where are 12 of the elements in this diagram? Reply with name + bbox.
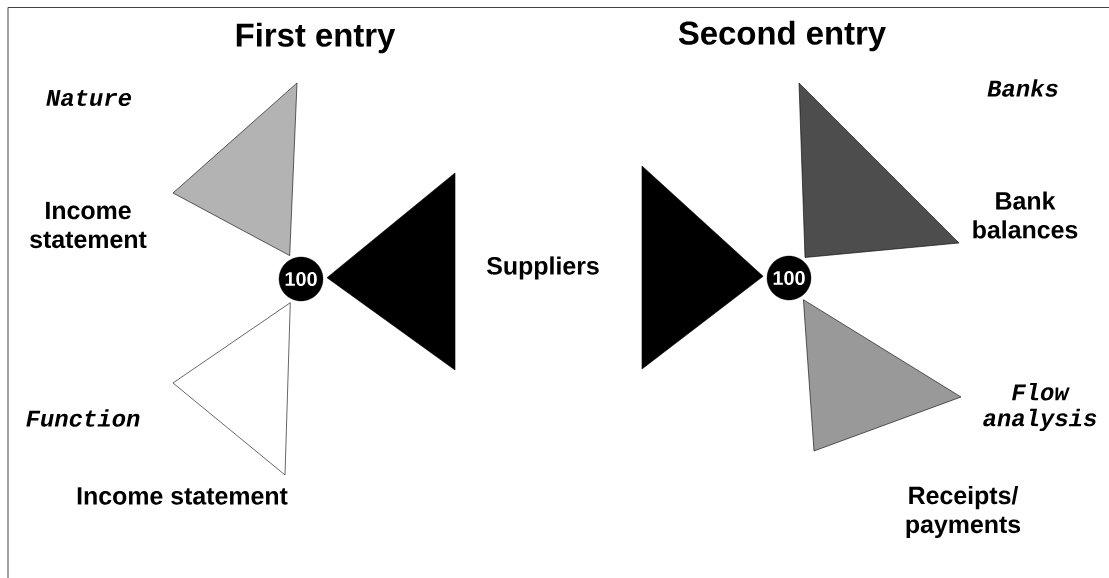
sector-label: Bank balances [973,191,1078,239]
category-label: Nature [46,89,131,107]
triangle-sector [803,299,962,452]
sector-label: Income statement [30,201,147,249]
triangle-sector [172,302,291,476]
sector-label: Receipts/ payments [906,485,1021,539]
triangle-sector [172,82,298,256]
category-label: Banks [987,79,1058,97]
triangle-sector [641,165,764,370]
triangle-sector [326,172,456,371]
sector-label: Suppliers [487,256,599,280]
triangle-sector [798,82,960,258]
